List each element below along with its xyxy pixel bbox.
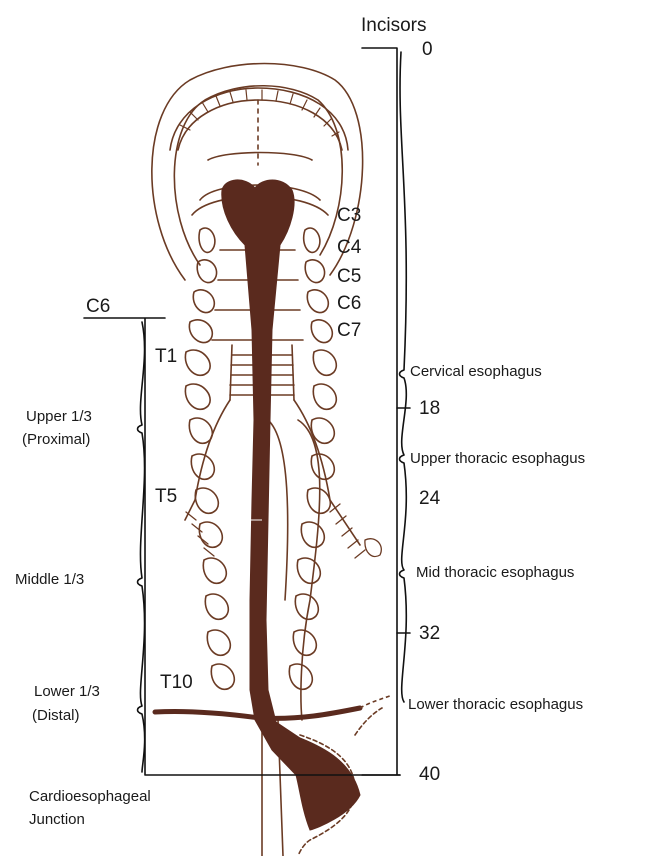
vertebra-c7-label: C7 — [337, 321, 361, 340]
trachea — [185, 345, 381, 558]
proximal-label: (Proximal) — [22, 432, 90, 447]
left-scale — [84, 318, 400, 775]
distance-18-label: 18 — [419, 399, 440, 418]
vertebra-c3-label: C3 — [337, 206, 361, 225]
vertebra-c6-label: C6 — [337, 294, 361, 313]
distance-24-label: 24 — [419, 489, 440, 508]
mid-thoracic-esophagus-label: Mid thoracic esophagus — [416, 565, 574, 580]
vertebra-c4-label: C4 — [337, 238, 361, 257]
vertebra-t10-label: T10 — [160, 673, 193, 692]
distance-32-label: 32 — [419, 624, 440, 643]
right-scale — [362, 48, 400, 775]
distance-40-label: 40 — [419, 765, 440, 784]
distal-label: (Distal) — [32, 708, 80, 723]
right-braces — [400, 52, 407, 702]
incisors-label: Incisors — [361, 16, 426, 35]
upper-thoracic-esophagus-label: Upper thoracic esophagus — [410, 451, 585, 466]
right-ticks — [397, 408, 410, 633]
lower-third-label: Lower 1/3 — [34, 684, 100, 699]
vertebra-t5-label: T5 — [155, 487, 177, 506]
lower-thoracic-esophagus-label: Lower thoracic esophagus — [408, 697, 583, 712]
left-braces — [138, 322, 145, 772]
vertebra-c5-label: C5 — [337, 267, 361, 286]
middle-third-label: Middle 1/3 — [15, 572, 84, 587]
upper-third-label: Upper 1/3 — [26, 409, 92, 424]
left-c6-label: C6 — [86, 297, 110, 316]
vertebra-t1-label: T1 — [155, 347, 177, 366]
cardioesophageal-label: Cardioesophageal — [29, 789, 151, 804]
junction-label: Junction — [29, 812, 85, 827]
incisors-distance-label: 0 — [422, 40, 433, 59]
cervical-esophagus-label: Cervical esophagus — [410, 364, 542, 379]
